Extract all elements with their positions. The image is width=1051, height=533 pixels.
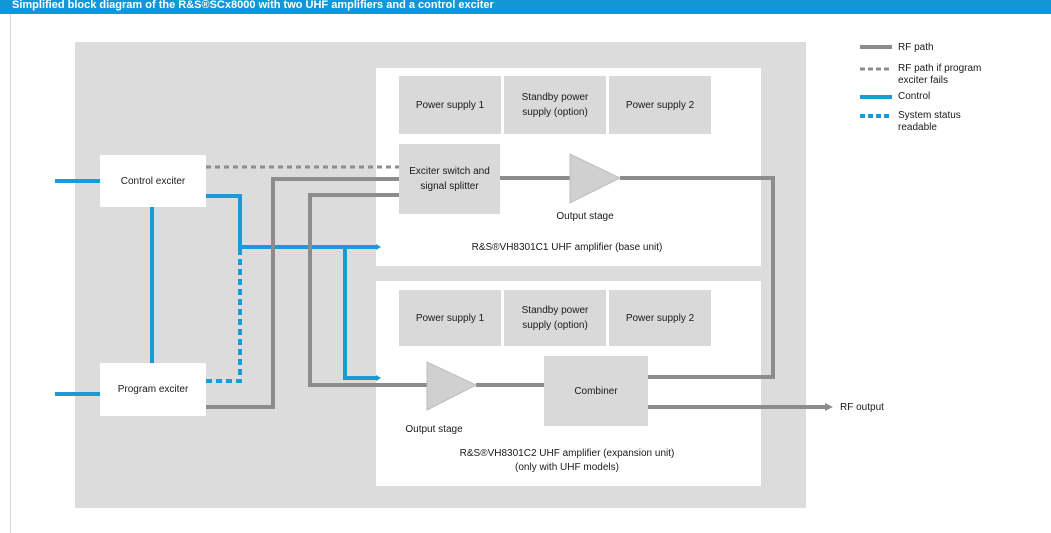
legend-rf-path: RF path [860,42,998,54]
bottom-power-supply-2: Power supply 2 [609,290,711,346]
rf-output-arrow [825,403,833,411]
legend-status: System status readable [860,110,998,134]
legend-rf-path-text: RF path [898,42,934,53]
diagram-title: Simplified block diagram of the R&S®SCx8… [0,0,1051,14]
program-exciter: Program exciter [100,363,206,416]
top-output-stage-triangle [569,153,622,204]
control-to-base-unit-line [206,194,376,249]
bottom-output-stage-triangle [426,361,478,411]
base-unit-label: R&S®VH8301C1 UHF amplifier (base unit) [471,242,663,253]
top-power-supply-2: Power supply 2 [609,76,711,134]
splitter-to-expansion-line [308,193,427,387]
top-output-to-combiner-line [620,176,775,379]
legend-status-text: System status readable [898,110,961,133]
bottom-standby-power-supply: Standby power supply (option) [504,290,606,346]
top-standby-power-supply: Standby power supply (option) [504,76,606,134]
legend-control: Control [860,91,998,103]
rf-output-label: RF output [840,402,884,413]
bottom-output-stage-label: Output stage [405,424,463,435]
top-power-supply-1: Power supply 1 [399,76,501,134]
exciter-switch-splitter: Exciter switch and signal splitter [399,144,500,214]
base-unit-control-arrow [376,244,381,250]
expansion-unit-control-arrow [376,375,381,381]
combiner: Combiner [544,356,648,426]
status-readable-line [206,247,242,383]
legend-control-text: Control [898,91,931,102]
top-output-stage-label: Output stage [556,211,614,222]
left-rule [10,14,11,533]
bottom-power-supply-1: Power supply 1 [399,290,501,346]
legend-rf-fallback-text: RF path if program exciter fails [898,63,982,86]
program-rf-main-line [206,177,399,409]
control-exciter: Control exciter [100,155,206,207]
expansion-unit-label: R&S®VH8301C2 UHF amplifier (expansion un… [459,448,675,459]
control-to-expansion-unit-line [240,245,376,380]
legend-rf-fallback: RF path if program exciter fails [860,63,998,87]
expansion-unit-sublabel: (only with UHF models) [515,462,619,473]
